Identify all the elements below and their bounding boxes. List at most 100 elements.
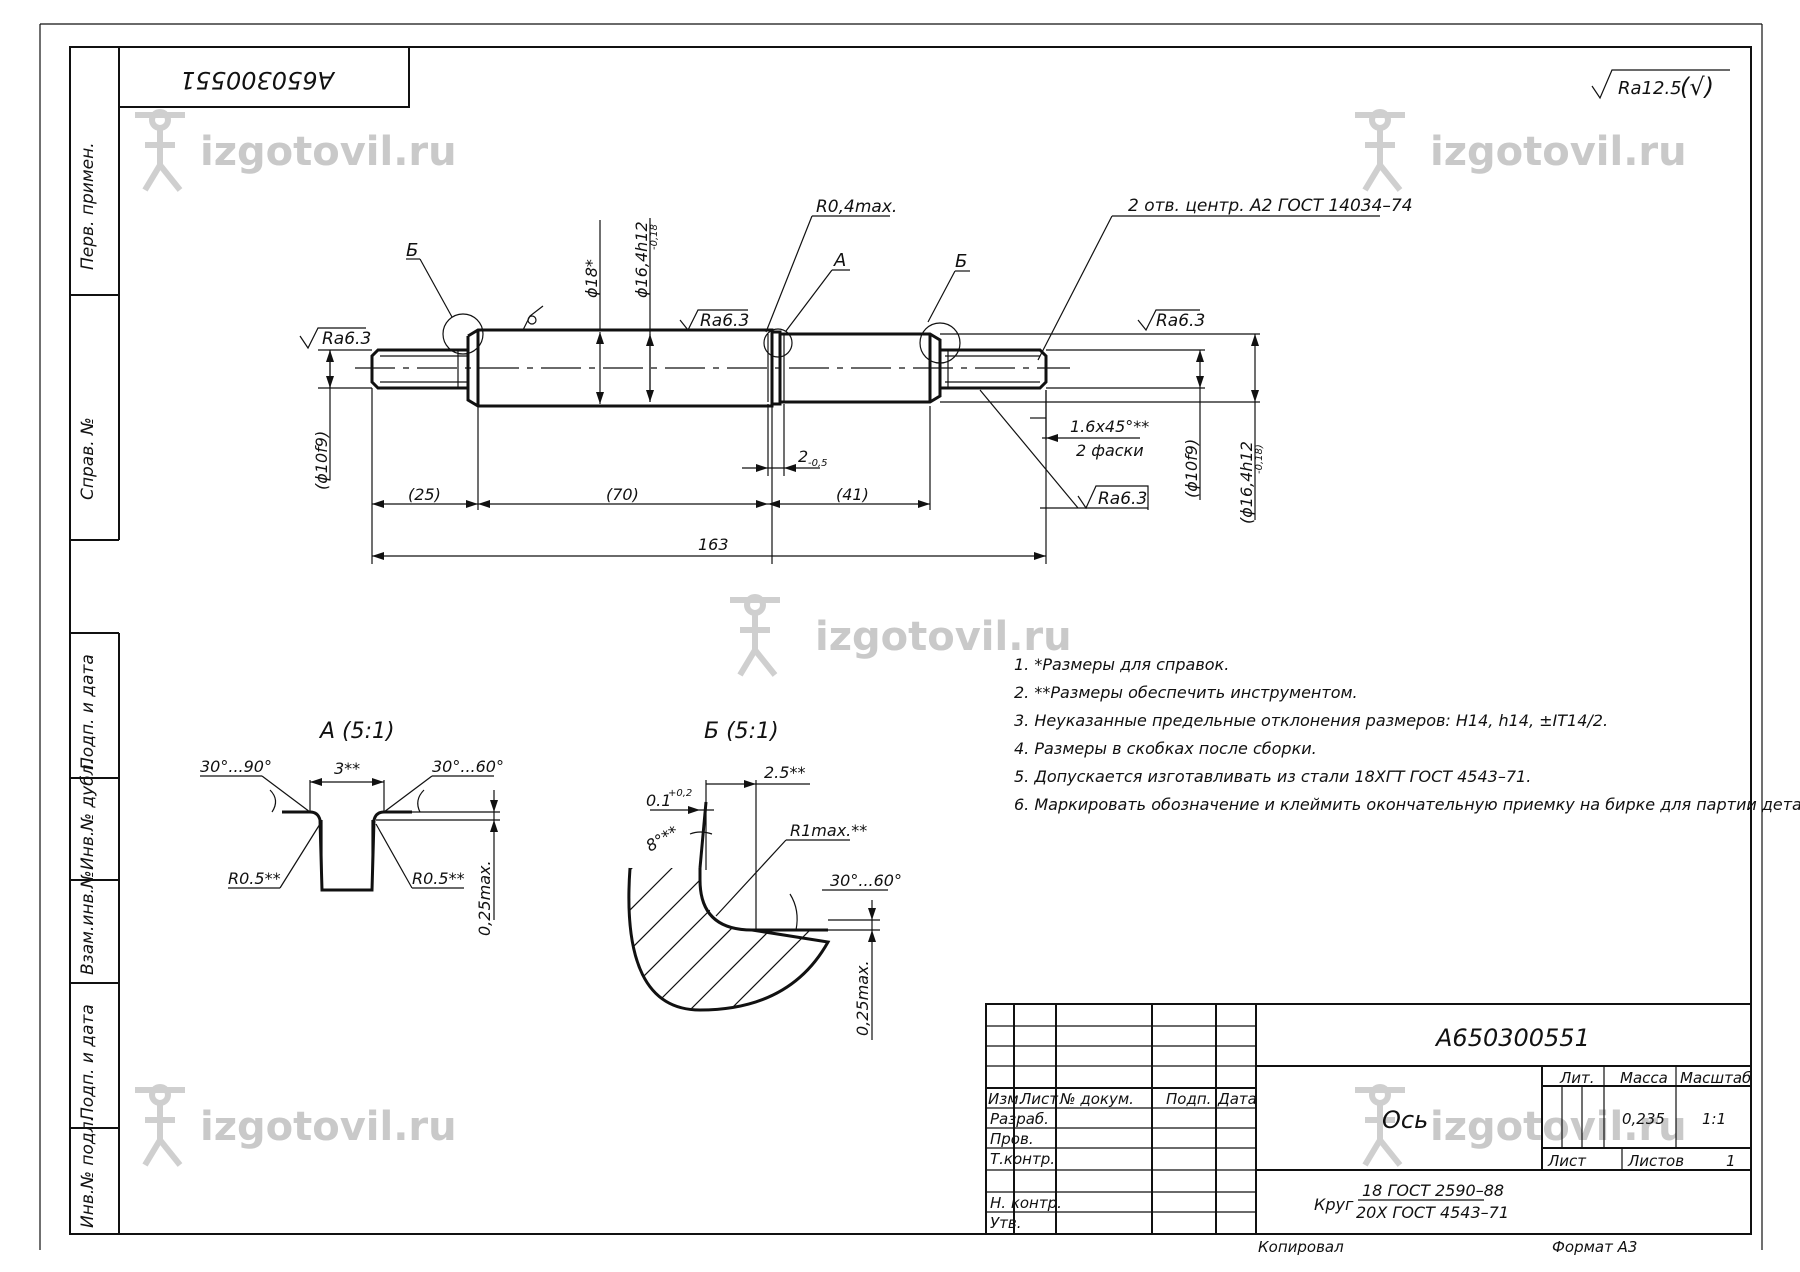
tb-h-date: Дата — [1217, 1090, 1257, 1108]
tb-material-top: 18 ГОСТ 2590–88 — [1362, 1181, 1504, 1200]
label-r04: R0,4max. — [816, 197, 897, 217]
tb-h-izm: Изм. — [988, 1090, 1023, 1108]
ra-left: Ra6.3 — [322, 329, 371, 349]
side-label-perv: Перв. примен. — [78, 142, 98, 270]
dim-41: (41) — [836, 485, 869, 504]
dim-d164: ϕ16,4h12 — [632, 221, 651, 298]
ra-bottom: Ra6.3 — [1098, 489, 1147, 509]
side-label-podp1: Подп. и дата — [78, 654, 98, 770]
detail-b-len: 2.5** — [764, 763, 805, 782]
dim-70: (70) — [606, 485, 639, 504]
tb-listov-value: 1 — [1726, 1152, 1736, 1170]
tb-list-label: Лист — [1547, 1152, 1587, 1170]
dim-d164-tol: -0,18 — [649, 224, 660, 250]
dim-d164-right: (ϕ16,4h12 — [1237, 441, 1256, 524]
tb-r-razrab: Разраб. — [990, 1110, 1049, 1128]
watermark-text: izgotovil.ru — [1430, 1104, 1687, 1150]
label-centers: 2 отв. центр. A2 ГОСТ 14034–74 — [1128, 196, 1413, 216]
tb-lit: Лит. — [1559, 1069, 1595, 1087]
detail-b-angle: 8°** — [643, 822, 682, 856]
side-label-inv-dubl: Инв.№ дубл. — [78, 759, 98, 870]
tb-material-prefix: Круг — [1314, 1195, 1354, 1214]
watermark-text: izgotovil.ru — [1430, 129, 1687, 175]
dim-groove: 2 — [798, 447, 808, 466]
ra-right: Ra6.3 — [1156, 311, 1205, 331]
watermark-text: izgotovil.ru — [200, 1104, 457, 1150]
tb-h-podp: Подп. — [1166, 1090, 1211, 1108]
detail-b-title: Б (5:1) — [704, 719, 779, 744]
tb-h-doc: № докум. — [1059, 1090, 1134, 1108]
watermark-icon — [135, 109, 185, 192]
watermark-icon — [1355, 1084, 1405, 1167]
tb-massa: Масса — [1620, 1069, 1668, 1087]
dim-d18: ϕ18* — [582, 259, 601, 298]
detail-a-r-left: R0.5** — [228, 869, 281, 888]
tb-kopiroval: Копировал — [1258, 1238, 1344, 1256]
watermark-text: izgotovil.ru — [815, 614, 1072, 660]
tb-designation: A650300551 — [1434, 1024, 1590, 1052]
side-label-sprav: Справ. № — [78, 417, 98, 500]
dim-chamfer: 1.6x45°** — [1070, 417, 1149, 436]
note-6: 6. Маркировать обозначение и клеймить ок… — [1014, 795, 1800, 814]
roughness-general-paren: (√) — [1680, 73, 1714, 101]
watermark-text: izgotovil.ru — [200, 129, 457, 175]
detail-b-view: Б (5:1) 2.5** 0.1 +0,2 8°** R1max.** 30°… — [627, 719, 902, 1040]
tb-r-nkontr: Н. контр. — [990, 1194, 1062, 1212]
detail-a-view: A (5:1) 3** 30°...90° 30°...60° R0.5** R… — [200, 719, 504, 936]
dim-d10-left: (ϕ10f9) — [312, 431, 331, 490]
sheet-border — [39, 23, 1763, 1250]
detail-a-ang-left: 30°...90° — [200, 757, 272, 776]
roughness-general-value: Ra12.5 — [1618, 78, 1682, 99]
watermarks: izgotovil.ru izgotovil.ru izgotovil.ru i… — [135, 109, 1687, 1167]
tb-name: Ось — [1382, 1106, 1428, 1134]
label-b-right: Б — [955, 251, 967, 272]
tb-format: Формат A3 — [1552, 1238, 1637, 1256]
detail-b-radius: R1max.** — [790, 821, 867, 840]
roughness-general: Ra12.5 (√) — [1591, 69, 1730, 101]
watermark-icon — [730, 594, 780, 677]
dim-chamfer-2: 2 фаски — [1076, 441, 1144, 460]
watermark-icon — [1355, 109, 1405, 192]
tb-listov-label: Листов — [1627, 1152, 1684, 1170]
side-label-podp2: Подп. и дата — [78, 1004, 98, 1120]
detail-b-offset: 0.1 — [646, 791, 671, 810]
detail-a-width: 3** — [334, 759, 360, 778]
detail-a-title: A (5:1) — [318, 719, 395, 744]
note-5: 5. Допускается изготавливать из стали 18… — [1014, 767, 1531, 786]
tb-r-prov: Пров. — [990, 1130, 1034, 1148]
detail-b-offset-tol: +0,2 — [668, 788, 692, 799]
title-block: Изм. Лист № докум. Подп. Дата Разраб. Пр… — [985, 1003, 1752, 1256]
detail-a-ang-right: 30°...60° — [432, 757, 504, 776]
detail-b-ang: 30°...60° — [830, 871, 902, 890]
dim-d10-right: (ϕ10f9) — [1182, 439, 1201, 498]
technical-notes: 1. *Размеры для справок. 2. **Размеры об… — [1014, 655, 1800, 814]
side-label-vzam: Взам.инв.№ — [78, 870, 98, 975]
tb-mass-value: 0,235 — [1622, 1110, 1665, 1128]
detail-b-depth: 0,25max. — [853, 960, 872, 1036]
detail-a-r-right: R0.5** — [412, 869, 465, 888]
note-2: 2. **Размеры обеспечить инструментом. — [1014, 683, 1358, 702]
dim-groove-tol: -0,5 — [808, 458, 828, 469]
label-b-left: Б — [406, 240, 418, 261]
tb-h-list: Лист — [1019, 1090, 1059, 1108]
dim-d164-right-tol: -0,18) — [1254, 444, 1265, 474]
ra-mid: Ra6.3 — [700, 311, 749, 331]
note-3: 3. Неуказанные предельные отклонения раз… — [1014, 711, 1608, 730]
tb-material-bottom: 20Х ГОСТ 4543–71 — [1356, 1203, 1509, 1222]
label-a: A — [833, 250, 846, 271]
tb-r-tkontr: Т.контр. — [990, 1150, 1055, 1168]
dim-25: (25) — [408, 485, 441, 504]
note-1: 1. *Размеры для справок. — [1014, 655, 1229, 674]
watermark-icon — [135, 1084, 185, 1167]
side-labels: Перв. примен. Справ. № Подп. и дата Инв.… — [78, 142, 98, 1228]
tb-r-utv: Утв. — [990, 1214, 1022, 1232]
tb-masshtab: Масштаб — [1680, 1069, 1751, 1087]
stamp-number-rotated: A650300551 — [180, 66, 336, 94]
detail-a-depth: 0,25max. — [475, 860, 494, 936]
note-4: 4. Размеры в скобках после сборки. — [1014, 739, 1317, 758]
tb-scale-value: 1:1 — [1702, 1110, 1726, 1128]
shaft-main-view: Б Б A R0,4max. 2 отв. центр. A2 ГОСТ 140… — [299, 196, 1413, 564]
dim-163: 163 — [698, 535, 729, 554]
side-label-inv-podl: Инв.№ подл. — [78, 1116, 98, 1228]
